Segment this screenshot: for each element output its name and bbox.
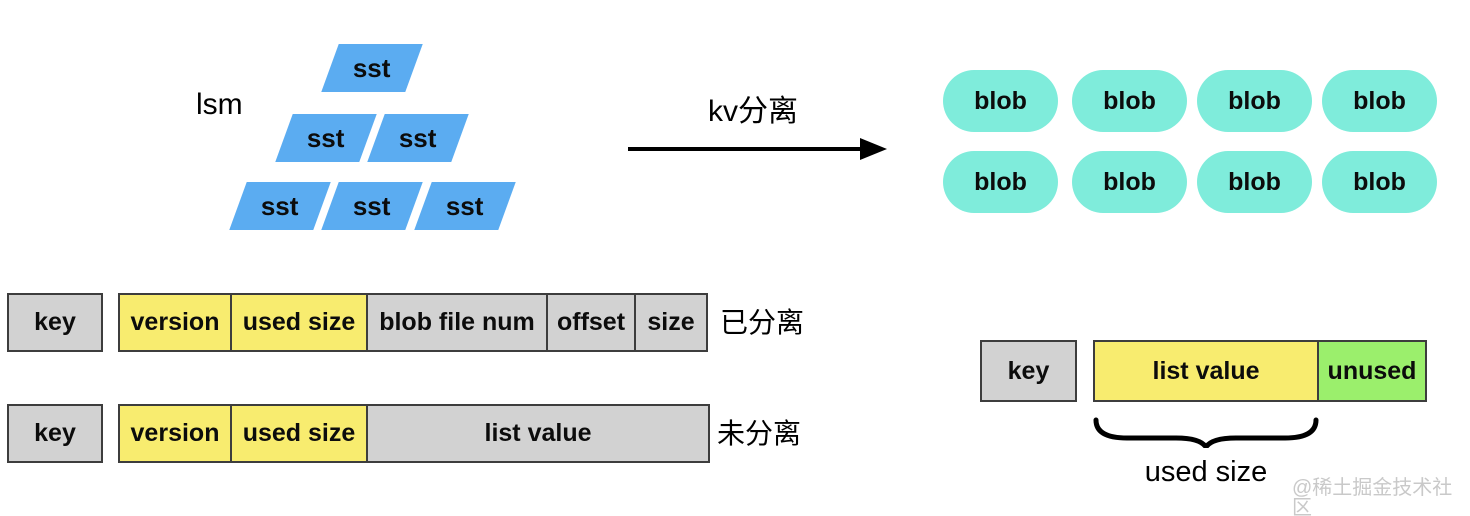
blob-file: blob bbox=[1322, 70, 1437, 132]
unseparated-record-fields: version used size list value bbox=[118, 404, 710, 463]
field-used-size: used size bbox=[230, 293, 368, 352]
sst-label: sst bbox=[307, 122, 345, 153]
blob-label: blob bbox=[1353, 86, 1406, 115]
sst-file: sst bbox=[321, 182, 423, 230]
blob-label: blob bbox=[1103, 86, 1156, 115]
blob-file: blob bbox=[1197, 151, 1312, 213]
sst-label: sst bbox=[399, 122, 437, 153]
sst-file: sst bbox=[367, 114, 469, 162]
blob-record-key: key bbox=[980, 340, 1077, 402]
arrow-head-icon bbox=[860, 138, 887, 160]
unseparated-tag: 未分离 bbox=[717, 418, 802, 449]
blob-label: blob bbox=[974, 86, 1027, 115]
sst-file: sst bbox=[414, 182, 516, 230]
field-offset: offset bbox=[546, 293, 636, 352]
field-list-value: list value bbox=[366, 404, 710, 463]
used-size-brace-label: used size bbox=[1144, 456, 1268, 488]
blob-label: blob bbox=[974, 167, 1027, 196]
field-used-size: used size bbox=[230, 404, 368, 463]
blob-file: blob bbox=[1197, 70, 1312, 132]
separated-record-fields: version used size blob file num offset s… bbox=[118, 293, 708, 352]
sst-file: sst bbox=[321, 44, 423, 92]
blob-label: blob bbox=[1353, 167, 1406, 196]
kv-separation-label: kv分离 bbox=[708, 95, 798, 128]
field-blob-file-num: blob file num bbox=[366, 293, 548, 352]
field-version: version bbox=[118, 404, 232, 463]
sst-label: sst bbox=[446, 190, 484, 221]
field-version: version bbox=[118, 293, 232, 352]
blob-file: blob bbox=[1072, 151, 1187, 213]
sst-label: sst bbox=[261, 190, 299, 221]
blob-file: blob bbox=[943, 151, 1058, 213]
sst-file: sst bbox=[229, 182, 331, 230]
blob-label: blob bbox=[1228, 86, 1281, 115]
blob-label: blob bbox=[1228, 167, 1281, 196]
blob-file: blob bbox=[1072, 70, 1187, 132]
blob-label: blob bbox=[1103, 167, 1156, 196]
sst-file: sst bbox=[275, 114, 377, 162]
field-unused: unused bbox=[1317, 340, 1427, 402]
separated-tag: 已分离 bbox=[720, 307, 805, 338]
separated-record-key: key bbox=[7, 293, 103, 352]
blob-file: blob bbox=[943, 70, 1058, 132]
watermark: @稀土掘金技术社区 bbox=[1292, 477, 1453, 516]
blob-record-fields: list value unused bbox=[1093, 340, 1427, 402]
kv-separation-arrow bbox=[628, 147, 862, 151]
field-size: size bbox=[634, 293, 708, 352]
sst-label: sst bbox=[353, 52, 391, 83]
unseparated-record-key: key bbox=[7, 404, 103, 463]
sst-label: sst bbox=[353, 190, 391, 221]
field-list-value: list value bbox=[1093, 340, 1319, 402]
under-brace-icon bbox=[1093, 417, 1319, 448]
lsm-label: lsm bbox=[196, 88, 243, 121]
blob-file: blob bbox=[1322, 151, 1437, 213]
